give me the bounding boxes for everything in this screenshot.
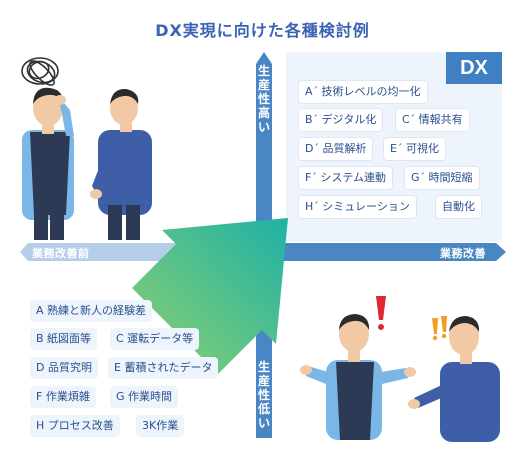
dx-item: A´ 技術レベルの均一化 xyxy=(298,80,428,104)
dx-badge: DX xyxy=(446,52,502,84)
axis-label-high-productivity: 生産性高い xyxy=(257,64,270,134)
dx-item: D´ 品質解析 xyxy=(298,137,374,161)
thinking-person-icon xyxy=(90,88,152,240)
legacy-item: C 運転データ等 xyxy=(110,328,200,350)
double-exclamation-icon xyxy=(432,316,447,341)
legacy-item: D 品質究明 xyxy=(30,357,98,379)
page-title: DX実現に向けた各種検討例 xyxy=(155,21,370,40)
exclamation-icon xyxy=(376,296,386,330)
legacy-item: A 熟練と新人の経験差 xyxy=(30,300,153,322)
legacy-item: F 作業煩雑 xyxy=(30,386,96,408)
dx-item: G´ 時間短縮 xyxy=(404,166,480,190)
horizontal-axis-right xyxy=(264,243,506,261)
growth-arrow xyxy=(132,218,288,374)
legacy-item: B 紙図面等 xyxy=(30,328,98,350)
dx-item: B´ デジタル化 xyxy=(298,108,384,132)
worried-person-icon xyxy=(22,87,74,240)
surprised-person-icon xyxy=(300,314,416,440)
axis-label-before-improvement: 業務改善前 xyxy=(32,247,90,260)
legacy-item: E 蓄積されたデータ xyxy=(108,357,219,379)
legacy-item: H プロセス改善 xyxy=(30,415,120,437)
dx-item: 自動化 xyxy=(435,195,482,219)
explaining-person-icon xyxy=(408,316,500,442)
dx-item: F´ システム連動 xyxy=(298,166,393,190)
axis-label-improvement: 業務改善 xyxy=(440,247,486,260)
axis-label-low-productivity: 生産性低い xyxy=(257,360,270,430)
legacy-item: G 作業時間 xyxy=(110,386,179,408)
dx-item: H´ シミュレーション xyxy=(298,195,417,219)
confusion-scribble-icon xyxy=(21,57,59,86)
dx-item: C´ 情報共有 xyxy=(395,108,470,132)
dx-item: E´ 可視化 xyxy=(383,137,446,161)
legacy-item: 3K作業 xyxy=(136,415,185,437)
